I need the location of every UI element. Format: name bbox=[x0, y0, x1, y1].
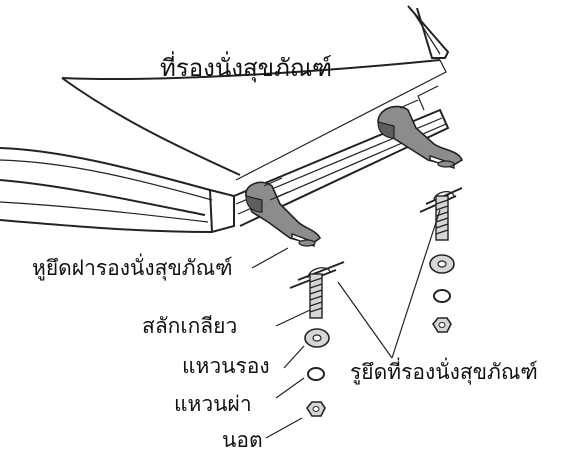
hinge-right bbox=[377, 85, 463, 169]
label-bolt: สลักเกลียว bbox=[142, 314, 238, 338]
bolt-stack-left bbox=[289, 261, 345, 417]
leader-nut bbox=[265, 417, 303, 439]
leader-split-washer bbox=[275, 377, 305, 399]
bolt-stack-right bbox=[419, 187, 463, 333]
leader-mount-hole-right bbox=[391, 209, 441, 359]
leader-mount-hole-left bbox=[337, 281, 393, 359]
leader-bolt bbox=[275, 309, 311, 327]
leader-lid-hinge bbox=[251, 247, 289, 269]
label-lid-hinge: หูยึดฝารองนั่งสุขภัณฑ์ bbox=[32, 256, 233, 280]
label-split-washer: แหวนผ่า bbox=[174, 392, 252, 416]
hinge-left bbox=[245, 177, 322, 247]
label-nut: นอต bbox=[222, 428, 263, 452]
label-washer: แหวนรอง bbox=[182, 354, 270, 378]
label-seat: ที่รองนั่งสุขภัณฑ์ bbox=[160, 54, 333, 82]
leader-lines bbox=[251, 209, 441, 439]
label-mount-hole: รูยึดที่รองนั่งสุขภัณฑ์ bbox=[350, 360, 538, 384]
leader-washer bbox=[283, 345, 305, 369]
